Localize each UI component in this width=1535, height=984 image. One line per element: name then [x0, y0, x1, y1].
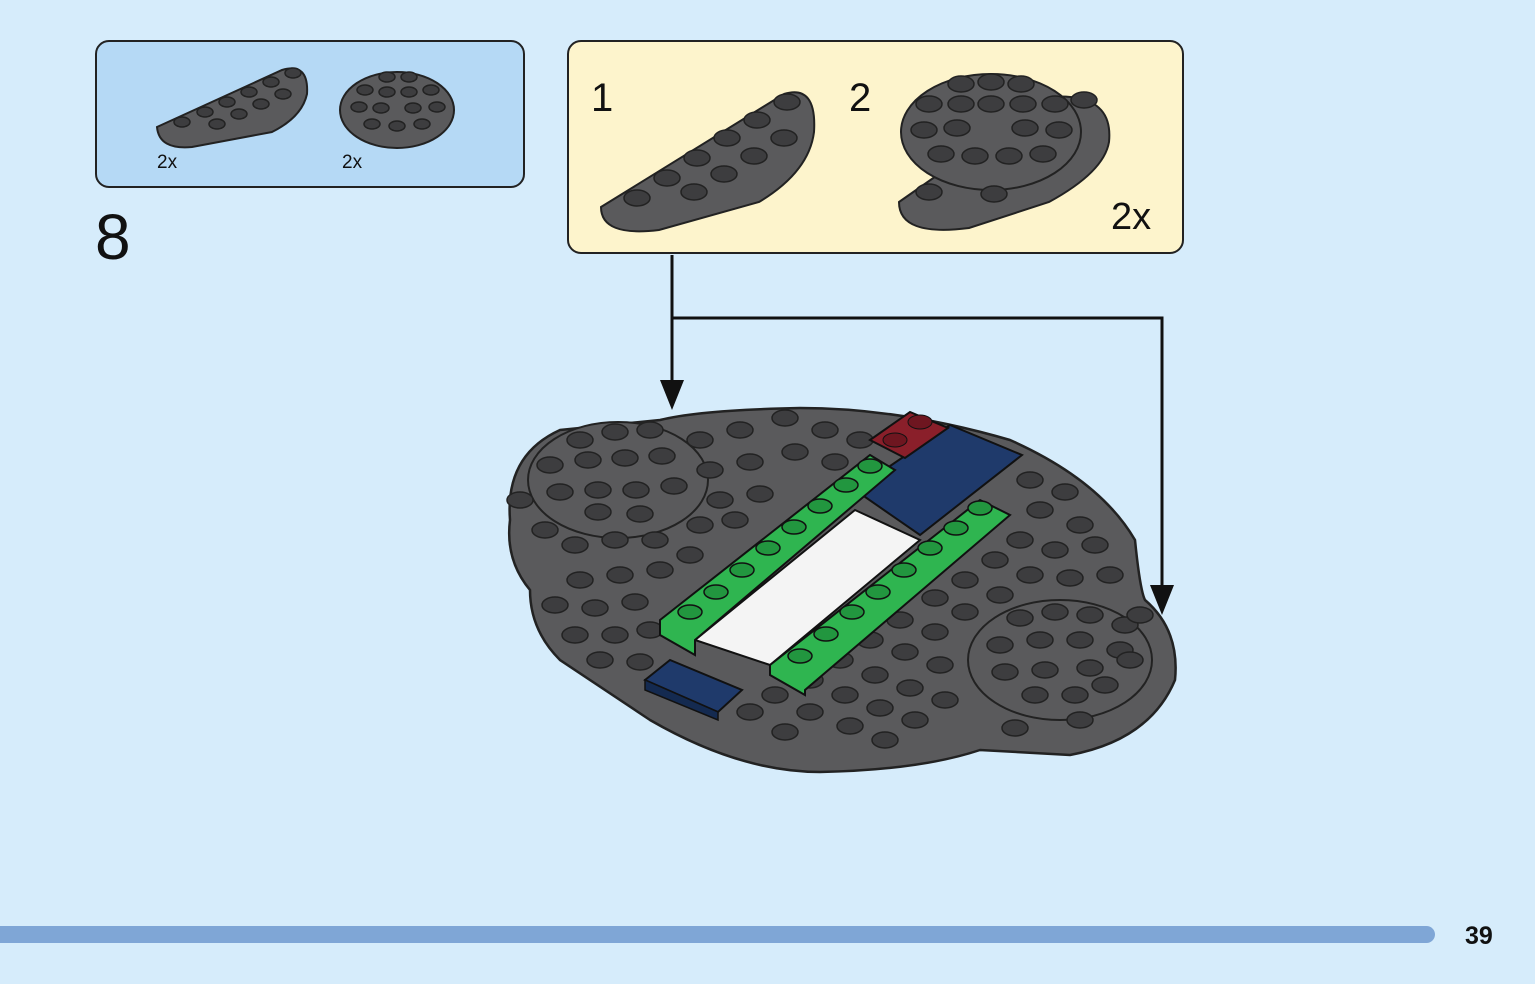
green-plate-right: [769, 498, 1012, 697]
part-count-round: 2x: [342, 152, 363, 173]
navy-tile-top: [853, 423, 1024, 537]
parts-callout: 2x 2x: [95, 40, 525, 188]
round-plate-icon: [897, 73, 1111, 231]
studs: [506, 409, 1154, 749]
white-tile: [692, 508, 922, 667]
sub-step-1-label: 1: [591, 76, 614, 120]
step-number: 8: [95, 201, 131, 273]
sub-step-2-label: 2: [849, 76, 872, 120]
base-plate: [508, 406, 1177, 774]
page-progress-bar: [0, 926, 1435, 943]
sub-assembly-callout: 1 2 2x: [567, 40, 1184, 254]
dark-red-plate: [868, 410, 951, 460]
sub-assembly-multiplier: 2x: [1111, 196, 1152, 238]
navy-tile-bottom: [643, 658, 744, 722]
round-plate-icon: [339, 71, 455, 149]
half-round-plate-icon: [155, 67, 309, 149]
green-plate-left: [659, 453, 897, 657]
half-round-plate-icon: [599, 91, 816, 233]
connector-arrows: [670, 255, 1164, 590]
parts-callout-art: [155, 67, 455, 149]
sub-assembly-art: [599, 73, 1111, 233]
arrow-head-left: [660, 380, 684, 410]
arrow-head-right: [1150, 585, 1174, 615]
page-number: 39: [1465, 922, 1493, 950]
part-count-half-round: 2x: [157, 152, 178, 173]
